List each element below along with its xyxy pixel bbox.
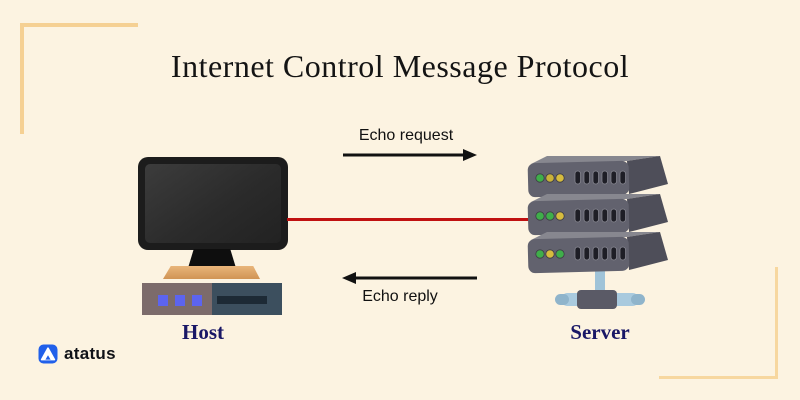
server-rack-icon [527,156,668,309]
host-panel-button [175,295,185,306]
brand-name: atatus [64,344,116,363]
status-leds [535,249,565,259]
server-label: Server [570,320,630,344]
echo-reply-arrow-icon [342,272,477,284]
vent-slots [574,246,626,261]
host-panel-button [192,295,202,306]
brand-logo: atatus [38,344,116,364]
host-monitor-screen [145,164,281,243]
vent-slots [574,170,626,185]
host-label: Host [182,320,224,344]
host-drive-slot [217,296,267,304]
host-monitor-stand [188,249,236,268]
host-monitor [138,157,288,250]
echo-reply-label: Echo reply [362,288,438,305]
server-unit [527,156,668,198]
connection-line [287,218,531,221]
host-monitor-base [163,266,260,279]
server-unit [527,232,668,274]
corner-bracket-top-left [20,23,138,134]
server-unit [527,194,668,236]
host-panel-button [158,295,168,306]
status-leds [535,173,565,183]
echo-request-label: Echo request [358,127,454,144]
host-desktop-unit [142,283,282,315]
host-desktop-front-panel [142,283,212,315]
server-stand [555,262,645,309]
vent-slots [574,208,626,223]
status-leds [535,211,565,221]
echo-request-arrow-icon [343,149,477,161]
page-title: Internet Control Message Protocol [170,48,630,84]
atatus-logo-icon [38,344,58,364]
host-desktop-drive-bay [212,283,282,315]
corner-bracket-bottom-right [659,267,778,379]
